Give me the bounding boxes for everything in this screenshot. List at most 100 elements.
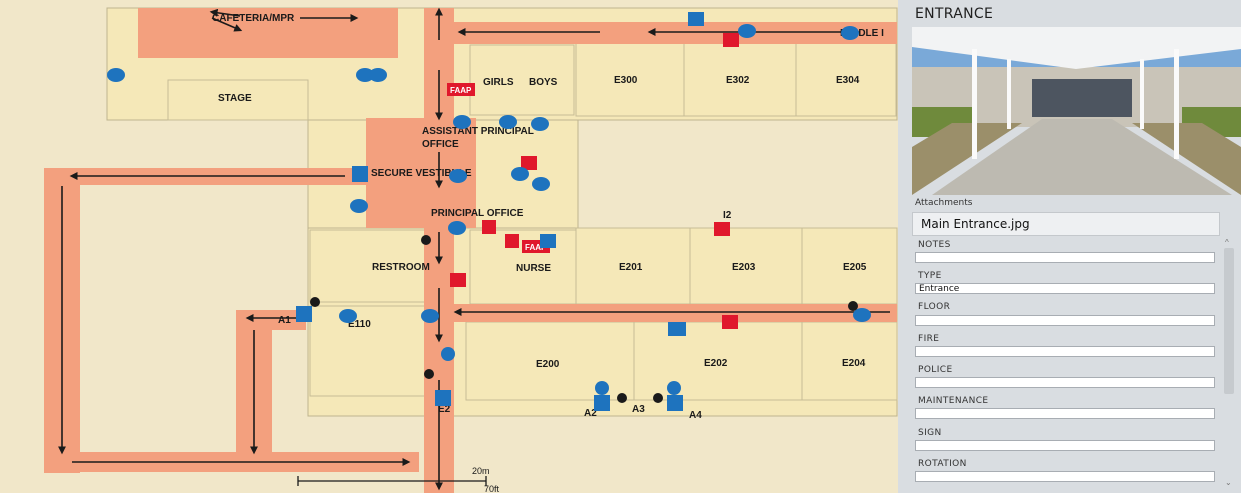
room-label-assistant-principal-office: OFFICE: [422, 139, 459, 150]
room-label-nurse: NURSE: [516, 263, 551, 274]
marker-label-a2: A2: [584, 408, 597, 419]
fire-alarm-icon: [107, 68, 125, 82]
floor-plan-map[interactable]: CAFETERIA/MPR MIDDLE I STAGE GIRLS BOYS …: [0, 0, 898, 493]
fire-field[interactable]: [915, 346, 1215, 357]
speaker-icon: [617, 393, 627, 403]
field-label-sign: SIGN: [918, 428, 942, 438]
notes-field[interactable]: [915, 252, 1215, 263]
fields-scrollbar[interactable]: ^ ⌄: [1222, 238, 1236, 490]
fire-markers[interactable]: FAAP FAAP: [447, 33, 739, 329]
room-label-e202: E202: [704, 358, 728, 369]
attachment-item[interactable]: Main Entrance.jpg: [912, 212, 1220, 236]
speaker-icon: [421, 235, 431, 245]
entrance-doors: [1032, 79, 1132, 117]
fire-alarm-icon: [448, 221, 466, 235]
fire-alarm-icon: [449, 169, 467, 183]
panel-title: ENTRANCE: [915, 6, 994, 22]
fire-alarm-icon: [499, 115, 517, 129]
fire-extinguisher-icon: [450, 273, 466, 287]
field-label-notes: NOTES: [918, 240, 951, 250]
fire-alarm-icon: [369, 68, 387, 82]
blue-markers[interactable]: [107, 12, 871, 411]
exit-e-blue-icon: [594, 395, 610, 411]
canopy-roof: [912, 27, 1241, 69]
sign-field[interactable]: [915, 440, 1215, 451]
field-label-floor: FLOOR: [918, 302, 951, 312]
scrollbar-thumb[interactable]: [1224, 248, 1234, 394]
fire-alarm-icon: [441, 347, 455, 361]
field-label-police: POLICE: [918, 365, 953, 375]
scroll-up-icon[interactable]: ^: [1225, 238, 1229, 247]
room-label-restroom: RESTROOM: [372, 262, 430, 273]
speaker-icon: [424, 369, 434, 379]
fire-alarm-icon: [421, 309, 439, 323]
scale-bar: 20m 70ft: [297, 466, 500, 493]
exit-e-red-icon: [505, 234, 519, 248]
room-label-e204: E204: [842, 358, 866, 369]
room-label-middle: MIDDLE I: [840, 28, 884, 39]
rotation-field[interactable]: [915, 471, 1215, 482]
faap-marker-label: FAAP: [450, 86, 472, 95]
exit-e-blue-icon: [352, 166, 368, 182]
entrance-photo[interactable]: [912, 27, 1241, 195]
scale-metric: 20m: [472, 466, 490, 476]
fire-alarm-icon: [350, 199, 368, 213]
room-label-e200: E200: [536, 359, 560, 370]
room-label-cafeteria: CAFETERIA/MPR: [212, 13, 295, 24]
room-label-e110: E110: [348, 319, 371, 330]
speaker-icon: [848, 301, 858, 311]
maintenance-field[interactable]: [915, 408, 1215, 419]
fire-alarm-icon: [511, 167, 529, 181]
fire-alarm-icon: [738, 24, 756, 38]
speaker-markers[interactable]: [310, 235, 858, 403]
exit-e-blue-icon: [667, 395, 683, 411]
scroll-down-icon[interactable]: ⌄: [1225, 478, 1232, 487]
speaker-icon: [310, 297, 320, 307]
floor-field[interactable]: [915, 315, 1215, 326]
first-aid-blue-icon: [688, 12, 704, 26]
room-label-assistant-principal: ASSISTANT PRINCIPAL: [422, 126, 534, 137]
room-label-girls: GIRLS: [483, 77, 514, 88]
fire-alarm-icon: [853, 308, 871, 322]
attachments-label: Attachments: [915, 198, 973, 208]
exit-e-red-icon: [714, 222, 730, 236]
field-label-fire: FIRE: [918, 334, 940, 344]
fire-alarm-icon: [531, 117, 549, 131]
room-label-secure-vestibule: SECURE VESTIBULE: [371, 168, 472, 179]
room-label-e203: E203: [732, 262, 756, 273]
room-label-e300: E300: [614, 75, 638, 86]
marker-label-i2: I2: [723, 210, 732, 221]
marker-label-a3: A3: [632, 404, 645, 415]
feature-details-panel: ENTRANCE Attachments Main Entrance.jpg N…: [898, 0, 1241, 493]
field-label-maintenance: MAINTENANCE: [918, 396, 989, 406]
marker-label-e2: E2: [438, 404, 451, 415]
fire-alarm-icon: [339, 309, 357, 323]
faap-marker: [447, 83, 475, 96]
police-field[interactable]: [915, 377, 1215, 388]
field-label-rotation: ROTATION: [918, 459, 967, 469]
faap-marker-nurse-label: FAAP: [525, 243, 547, 252]
marker-label-a4: A4: [689, 410, 702, 421]
fire-alarm-icon: [841, 26, 859, 40]
fire-extinguisher-icon: [521, 156, 537, 170]
speaker-icon: [653, 393, 663, 403]
fire-alarm-icon: [667, 381, 681, 395]
fire-alarm-icon: [356, 68, 374, 82]
room-label-e304: E304: [836, 75, 860, 86]
type-field[interactable]: Entrance: [915, 283, 1215, 294]
scale-imperial: 70ft: [484, 484, 500, 493]
ground-left: [912, 123, 1022, 195]
exit-e-blue-icon: [435, 390, 451, 406]
room-label-e205: E205: [843, 262, 867, 273]
fire-alarm-icon: [453, 115, 471, 129]
ground-right: [1132, 123, 1241, 195]
attachment-filename: Main Entrance.jpg: [921, 217, 1030, 231]
marker-label-a1: A1: [278, 315, 291, 326]
walkway: [932, 119, 1232, 195]
field-label-type: TYPE: [918, 271, 942, 281]
exit-e-blue-icon: [296, 306, 312, 322]
room-label-boys: BOYS: [529, 77, 558, 88]
room-label-principal-office: PRINCIPAL OFFICE: [431, 208, 524, 219]
wheelchair-icon: [540, 234, 556, 248]
room-label-e302: E302: [726, 75, 750, 86]
